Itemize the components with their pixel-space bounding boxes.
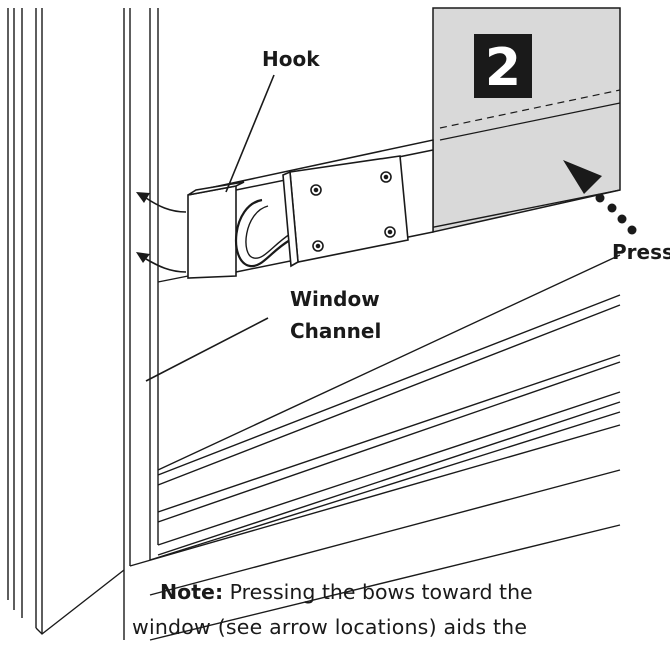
sill-rails — [149, 189, 621, 641]
note-line2: window (see arrow locations) aids the — [132, 615, 528, 639]
window-frame — [7, 8, 621, 640]
leader-lines — [145, 74, 275, 382]
window-channel-label-line2: Channel — [290, 319, 381, 343]
mounting-plate — [282, 155, 409, 268]
hook-label: Hook — [262, 47, 320, 71]
press-arrow — [563, 160, 637, 235]
step-badge: 2 — [474, 34, 532, 98]
hook-bracket — [187, 181, 291, 279]
step-number: 2 — [485, 38, 521, 98]
note-line1: Pressing the bows toward the — [223, 580, 533, 604]
window-channel-label-line1: Window — [290, 287, 380, 311]
note-text: Note: Pressing the bows toward the windo… — [132, 575, 670, 645]
note-bold: Note: — [160, 580, 224, 604]
press-label: Press — [612, 240, 670, 264]
push-arrows — [136, 192, 187, 273]
